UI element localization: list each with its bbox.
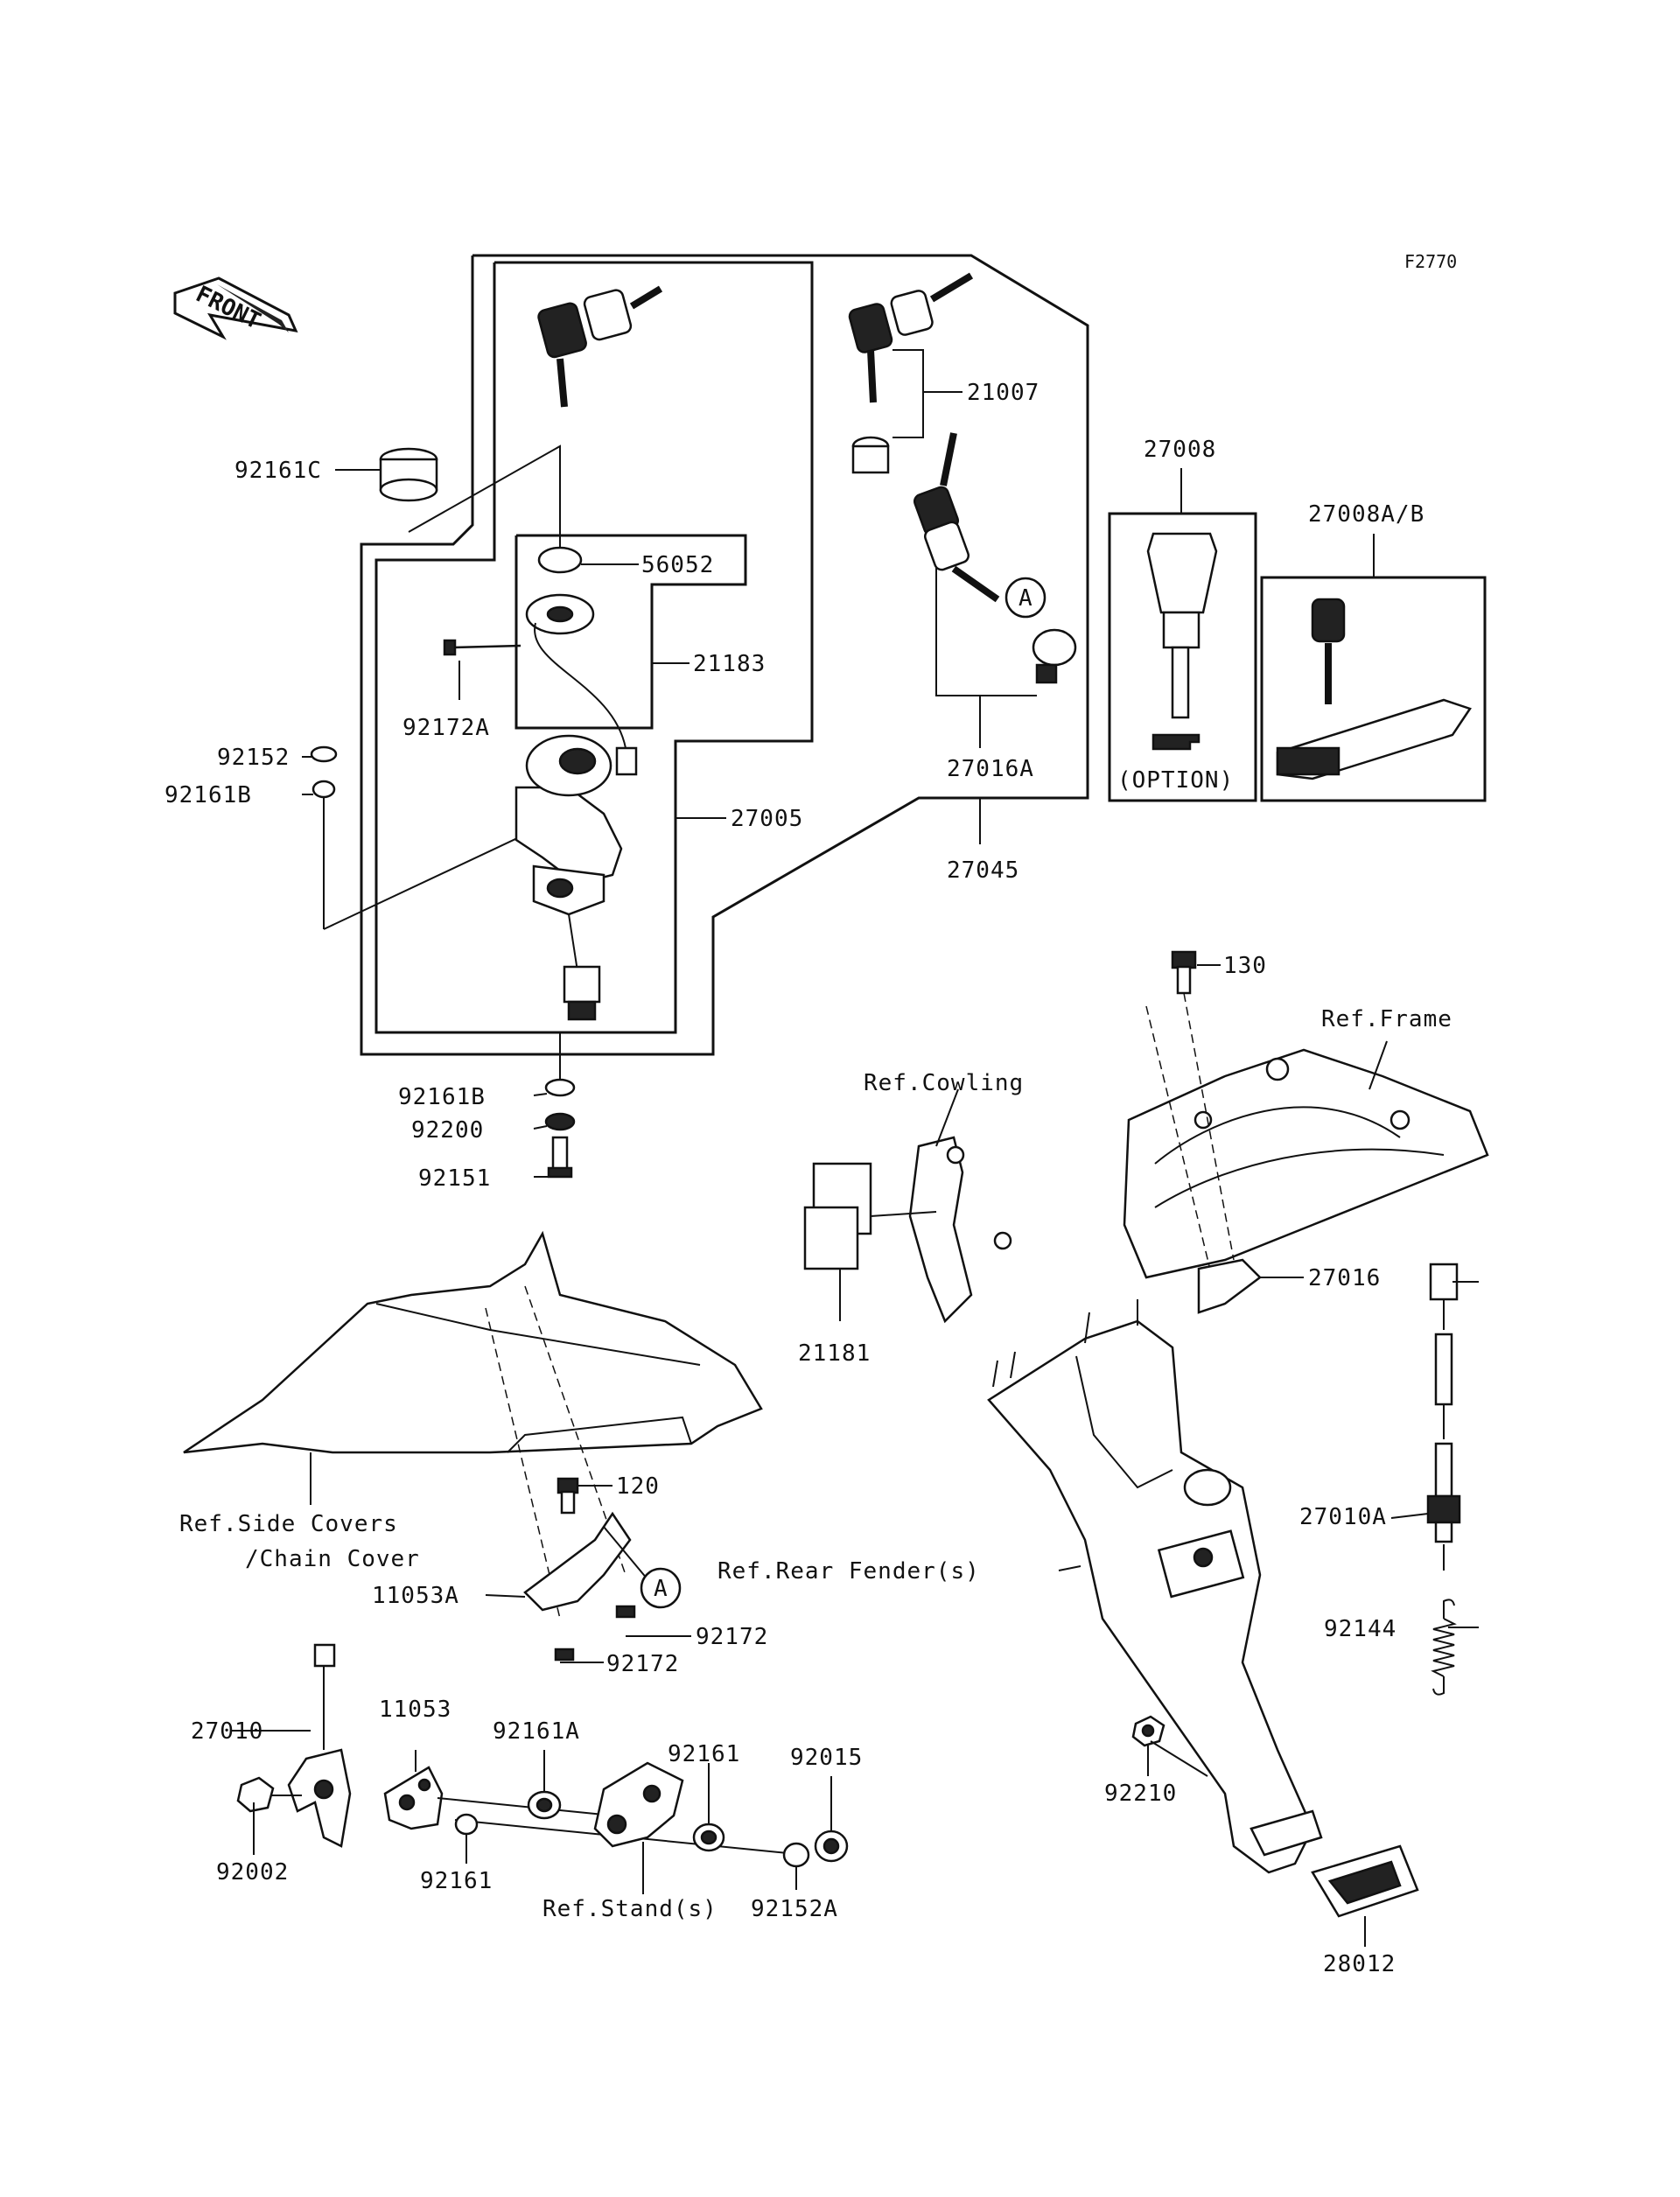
sensor-21183-icon — [525, 593, 638, 776]
label-92015: 92015 — [790, 1745, 863, 1771]
label-92161b-top: 92161B — [164, 782, 252, 808]
label-chain-cover: /Chain Cover — [245, 1546, 420, 1572]
label-ref-side-covers: Ref.Side Covers — [179, 1511, 398, 1537]
bolt-92002-icon — [236, 1776, 302, 1813]
label-92144: 92144 — [1324, 1616, 1396, 1642]
label-120: 120 — [616, 1473, 660, 1500]
nut-92015-icon — [814, 1830, 849, 1863]
relay-21181-icon — [803, 1088, 1012, 1324]
ignition-switch-icon — [514, 734, 623, 1021]
label-ref-frame: Ref.Frame — [1321, 1006, 1452, 1032]
washer-92161b-top-icon — [312, 780, 336, 799]
label-27045: 27045 — [947, 857, 1019, 884]
washer-92161b-bottom-icon — [544, 1078, 576, 1097]
washer-92161-left-icon — [454, 1813, 479, 1836]
label-92172a: 92172A — [402, 715, 490, 741]
label-92172-first: 92172 — [696, 1624, 768, 1650]
callout-a-top-letter: A — [1018, 585, 1033, 612]
label-21183: 21183 — [693, 651, 766, 677]
washer-92152a-icon — [782, 1842, 810, 1868]
label-92161b-bottom: 92161B — [398, 1084, 486, 1110]
frame-ref-icon — [1123, 1040, 1489, 1279]
callout-a-top — [1004, 577, 1046, 619]
key-27008ab-box — [1260, 534, 1487, 802]
label-27016a: 27016A — [947, 756, 1034, 782]
plate-11053-icon — [383, 1766, 444, 1830]
washer-92200-icon — [544, 1112, 576, 1131]
label-27010: 27010 — [191, 1718, 263, 1745]
label-92172-second: 92172 — [606, 1651, 679, 1677]
switch-27010a-icon — [1426, 1263, 1461, 1571]
label-92152: 92152 — [217, 745, 290, 771]
part-labels: 92161C 56052 21183 92172A 92152 92161B 2… — [164, 380, 1452, 1977]
figure-code: F2770 — [1404, 251, 1457, 272]
label-ref-cowling: Ref.Cowling — [864, 1070, 1024, 1096]
leader-lines — [232, 391, 1479, 1947]
keys-27016a-icon — [914, 432, 1077, 684]
label-92200: 92200 — [411, 1117, 484, 1144]
label-92002: 92002 — [216, 1859, 289, 1886]
key-27008-box — [1108, 468, 1257, 802]
label-92161-right: 92161 — [668, 1741, 740, 1767]
screw-92172a-icon — [443, 639, 522, 656]
label-92151: 92151 — [418, 1165, 491, 1192]
label-92161-left: 92161 — [420, 1868, 493, 1894]
label-21181: 21181 — [798, 1340, 871, 1367]
label-27005: 27005 — [731, 806, 803, 832]
rear-fender-ref-icon — [987, 1299, 1314, 1874]
ring-56052-icon — [537, 546, 583, 574]
collar-92161a-icon — [527, 1790, 562, 1820]
label-56052: 56052 — [641, 552, 714, 578]
label-130: 130 — [1223, 953, 1267, 979]
callout-a-bottom — [640, 1567, 682, 1609]
label-28012: 28012 — [1323, 1951, 1396, 1977]
label-27008ab: 27008A/B — [1308, 501, 1424, 528]
front-arrow-icon: FRONT — [173, 276, 298, 340]
label-27008: 27008 — [1144, 437, 1216, 463]
label-11053a: 11053A — [372, 1583, 459, 1609]
label-92161c: 92161C — [234, 458, 322, 484]
collar-92161c-icon — [379, 447, 438, 502]
label-11053: 11053 — [379, 1697, 452, 1723]
label-ref-stands: Ref.Stand(s) — [542, 1896, 718, 1922]
stand-switch-27010-icon — [287, 1643, 352, 1848]
bolt-92151-icon — [547, 1136, 573, 1179]
keys-21007-icon — [848, 272, 974, 474]
key-pair-icon — [537, 285, 663, 408]
label-21007: 21007 — [967, 380, 1040, 406]
label-27016: 27016 — [1308, 1265, 1381, 1291]
callout-a-bottom-letter: A — [654, 1576, 668, 1602]
label-92152a: 92152A — [751, 1896, 838, 1922]
reflector-28012-icon — [1250, 1809, 1419, 1918]
stand-ref-icon — [593, 1761, 684, 1894]
label-92210: 92210 — [1104, 1781, 1177, 1807]
bolt-130-icon — [1145, 950, 1235, 1296]
label-option: (OPTION) — [1117, 767, 1234, 794]
washer-92152-icon — [310, 745, 338, 763]
spring-92144-icon — [1431, 1599, 1457, 1696]
collar-92161-right-icon — [692, 1823, 725, 1852]
label-27010a: 27010A — [1299, 1504, 1387, 1530]
label-ref-rear-fender: Ref.Rear Fender(s) — [718, 1558, 980, 1585]
switch-27016-icon — [1197, 1258, 1304, 1314]
label-92161a: 92161A — [493, 1718, 580, 1745]
